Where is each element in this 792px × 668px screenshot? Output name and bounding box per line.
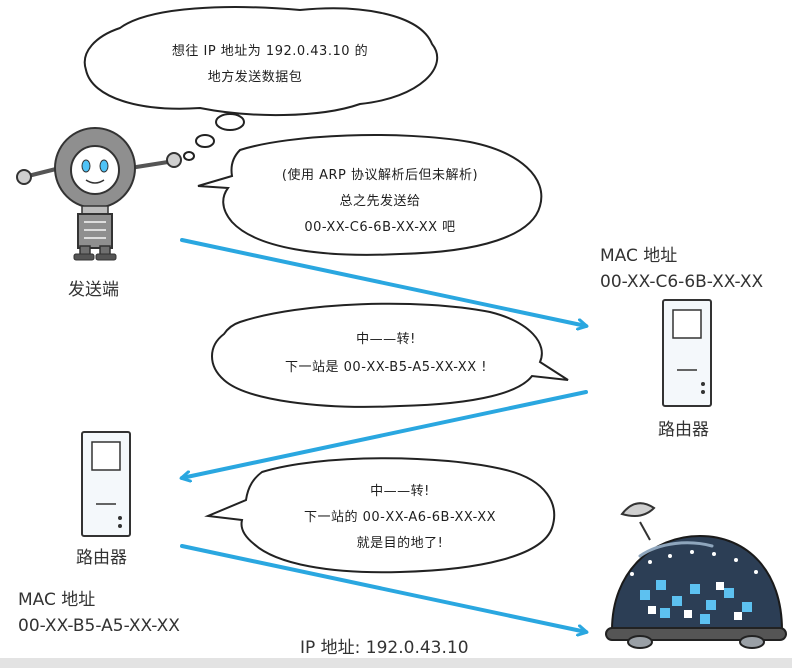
robot-icon [16, 127, 182, 261]
sender-speech-line-3: 00-XX-C6-6B-XX-XX 吧 [304, 220, 456, 235]
thought-bubble [83, 6, 439, 161]
sender-speech-bubble [197, 134, 543, 256]
sender-speech-line-1: (使用 ARP 协议解析后但未解析) [281, 168, 479, 183]
sender-label: 发送端 [68, 280, 119, 300]
router-left-label: 路由器 [76, 548, 127, 568]
mac-left-title: MAC 地址 [18, 590, 96, 610]
router2-speech-line-1: 中——转! [370, 484, 430, 499]
sender-speech-line-2: 总之先发送给 [339, 194, 421, 209]
router-right-label: 路由器 [658, 420, 709, 440]
router1-speech-line-2: 下一站是 00-XX-B5-A5-XX-XX ! [285, 360, 487, 375]
router2-speech-line-2: 下一站的 00-XX-A6-6B-XX-XX [303, 510, 497, 525]
mac-right-title: MAC 地址 [600, 246, 678, 266]
arrow-sender-to-router [180, 238, 586, 326]
router1-speech-line-1: 中——转! [356, 332, 416, 347]
mac-left-value: 00-XX-B5-A5-XX-XX [18, 616, 180, 636]
mac-right-value: 00-XX-C6-6B-XX-XX [600, 272, 764, 292]
bottom-bar [0, 658, 792, 668]
dome-robot-icon [605, 502, 787, 649]
arrow-router-to-destination [180, 544, 586, 632]
thought-line-1: 想往 IP 地址为 192.0.43.10 的 [171, 44, 369, 59]
thought-line-2: 地方发送数据包 [207, 70, 303, 85]
router1-speech-bubble [211, 302, 569, 408]
router2-speech-line-3: 就是目的地了! [356, 536, 444, 551]
router2-speech-bubble [204, 457, 556, 574]
destination-ip-label: IP 地址: 192.0.43.10 [300, 638, 469, 658]
server-tower-icon [662, 299, 712, 407]
server-tower-icon [81, 431, 131, 537]
arrow-router-to-router [182, 390, 588, 478]
